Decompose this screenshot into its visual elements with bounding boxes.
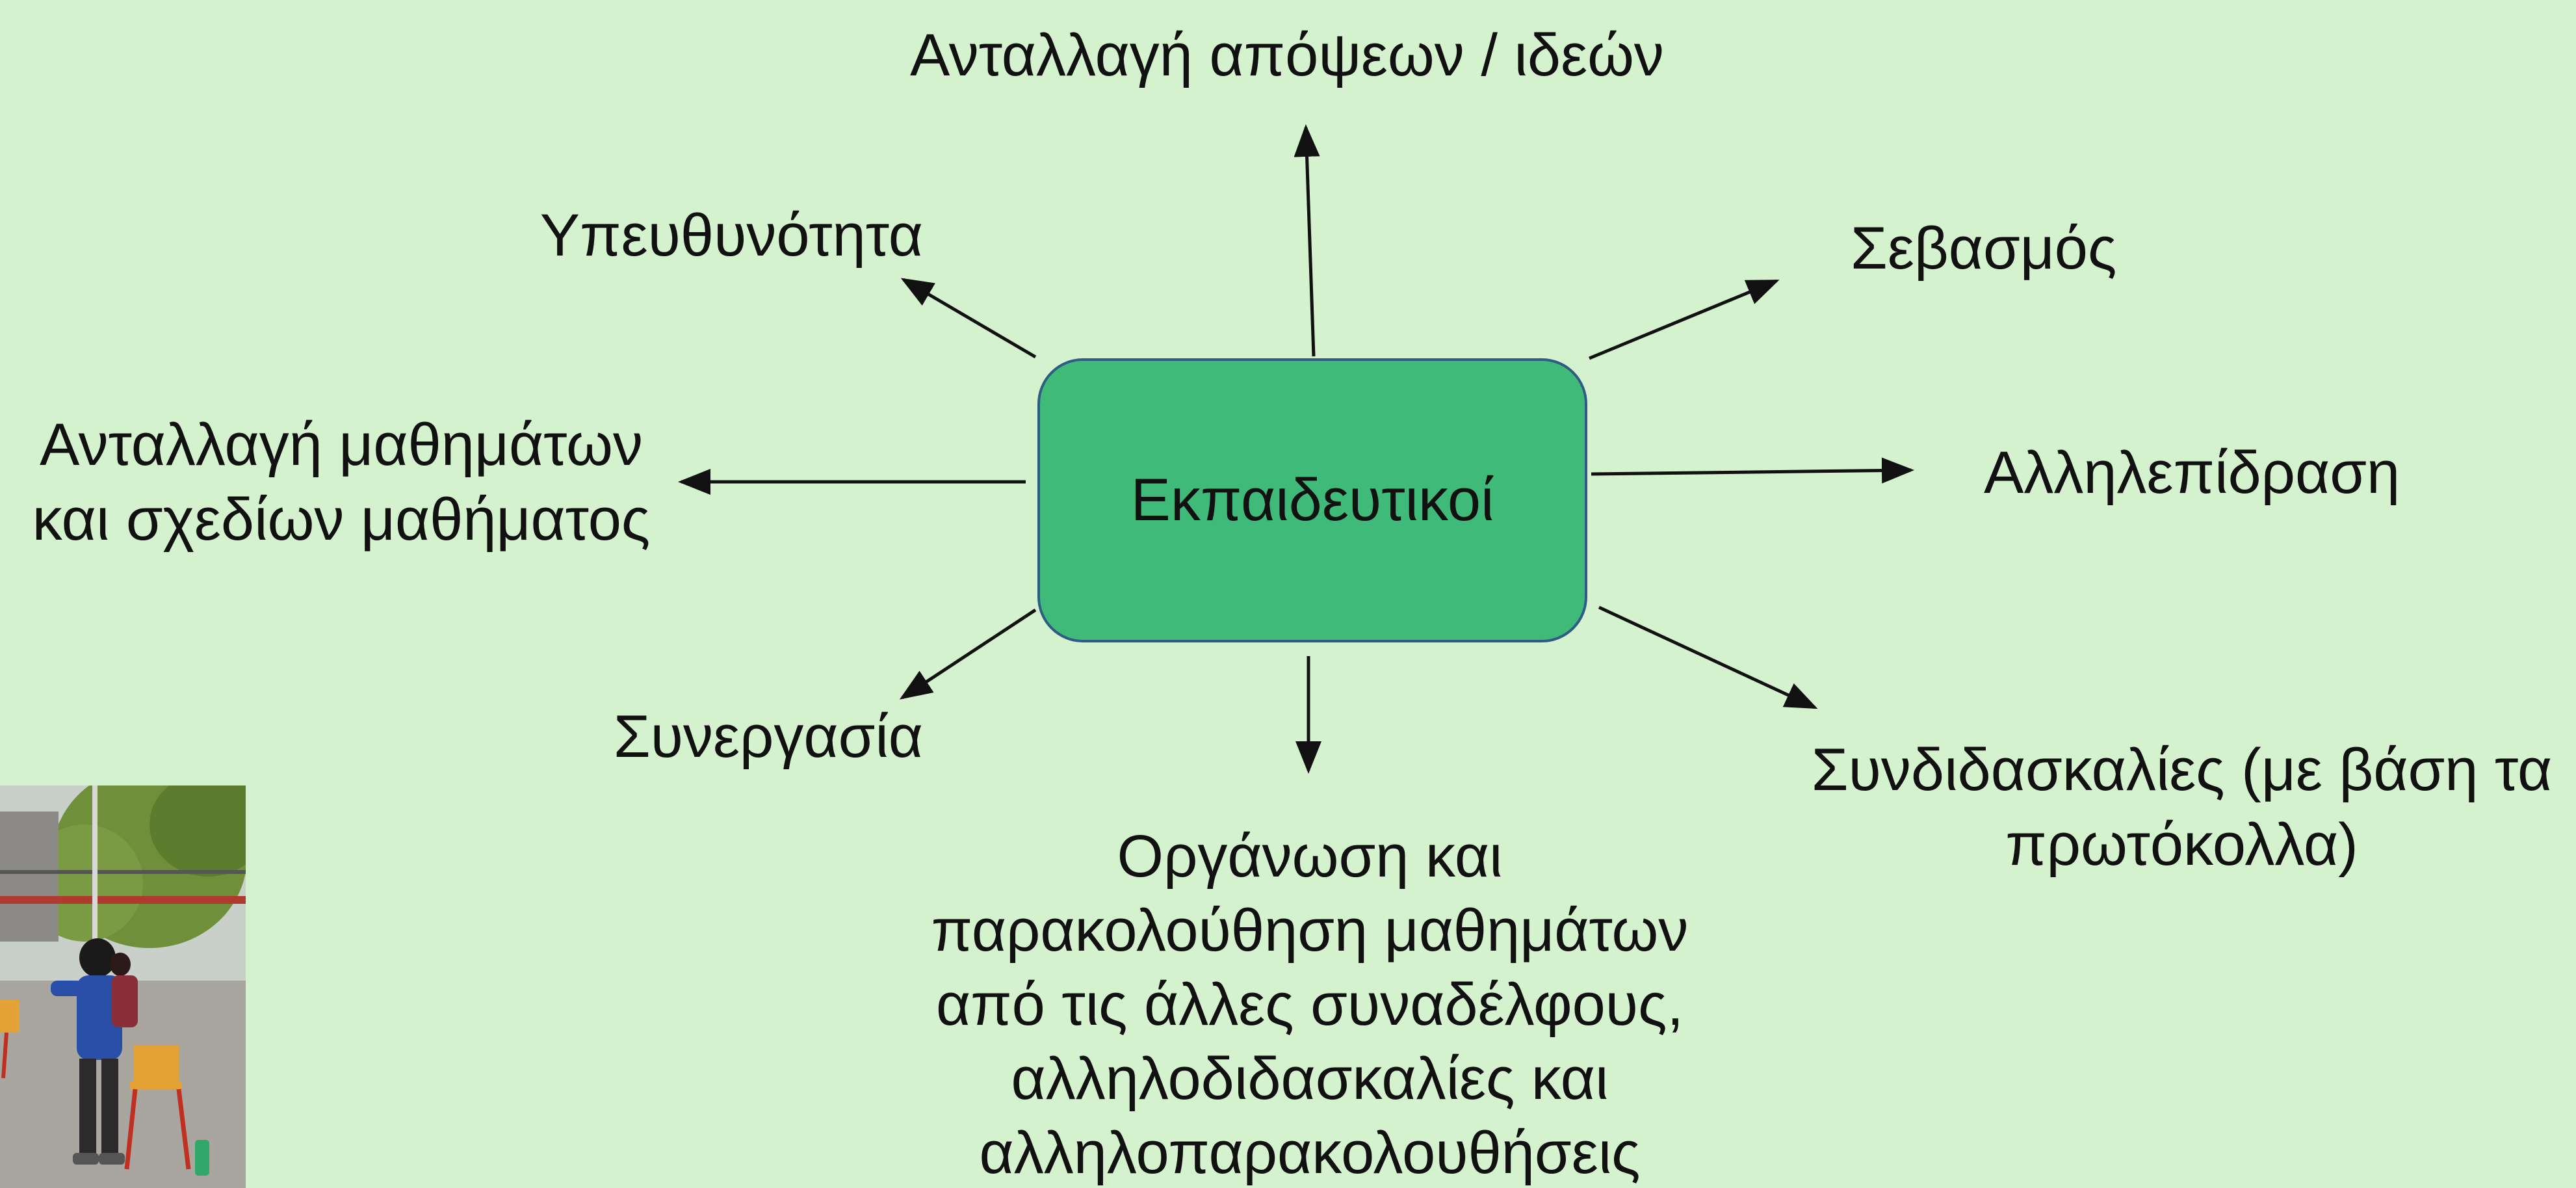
node-bottom-left: Συνεργασία (455, 700, 923, 774)
node-left: Ανταλλαγή μαθημάτων και σχεδίων μαθήματο… (0, 408, 683, 557)
node-left-line2: και σχεδίων μαθήματος (32, 486, 651, 553)
node-bottom-right-line2: πρωτόκολλα) (2005, 812, 2358, 878)
node-bottom-right-line1: Συνδιδασκαλίες (με βάση τα (1811, 737, 2553, 803)
node-bottom-left-label: Συνεργασία (613, 704, 923, 770)
photo-children-schoolyard (0, 785, 246, 1188)
node-top-left-label: Υπευθυνότητα (540, 202, 923, 269)
node-bottom-line3: από τις άλλες συναδέλφους, (935, 971, 1684, 1038)
arrow-to-bottom-left (899, 608, 1037, 700)
node-bottom-line2: παρακολούθηση μαθημάτων (931, 897, 1689, 964)
photo-illustration (0, 785, 246, 1188)
node-bottom-line1: Οργάνωση και (1117, 823, 1503, 890)
node-top-right: Σεβασμός (1851, 211, 2306, 286)
center-node: Εκπαιδευτικοί (1037, 358, 1587, 642)
node-bottom: Οργάνωση και παρακολούθηση μαθημάτων από… (904, 819, 1716, 1188)
arrow-to-top (1294, 124, 1320, 357)
arrow-to-top-right (1589, 279, 1780, 360)
arrow-to-right (1591, 457, 1914, 484)
node-top-label: Ανταλλαγή απόψεων / ιδεών (910, 22, 1664, 88)
arrow-to-bottom-right (1598, 605, 1818, 709)
node-right: Αλληλεπίδραση (1984, 436, 2556, 510)
node-bottom-line4: αλληλοδιδασκαλίες και (1011, 1046, 1609, 1113)
node-top-right-label: Σεβασμός (1851, 215, 2117, 282)
arrow-to-top-left (900, 278, 1037, 359)
node-left-line1: Ανταλλαγή μαθημάτων (39, 412, 644, 478)
center-node-label: Εκπαιδευτικοί (1130, 467, 1494, 533)
node-top: Ανταλλαγή απόψεων / ιδεών (858, 18, 1716, 93)
node-bottom-line5: αλληλοπαρακολουθήσεις (979, 1120, 1641, 1187)
node-bottom-right: Συνδιδασκαλίες (με βάση τα πρωτόκολλα) (1788, 733, 2576, 882)
node-top-left: Υπευθυνότητα (390, 198, 923, 273)
node-right-label: Αλληλεπίδραση (1984, 440, 2400, 506)
